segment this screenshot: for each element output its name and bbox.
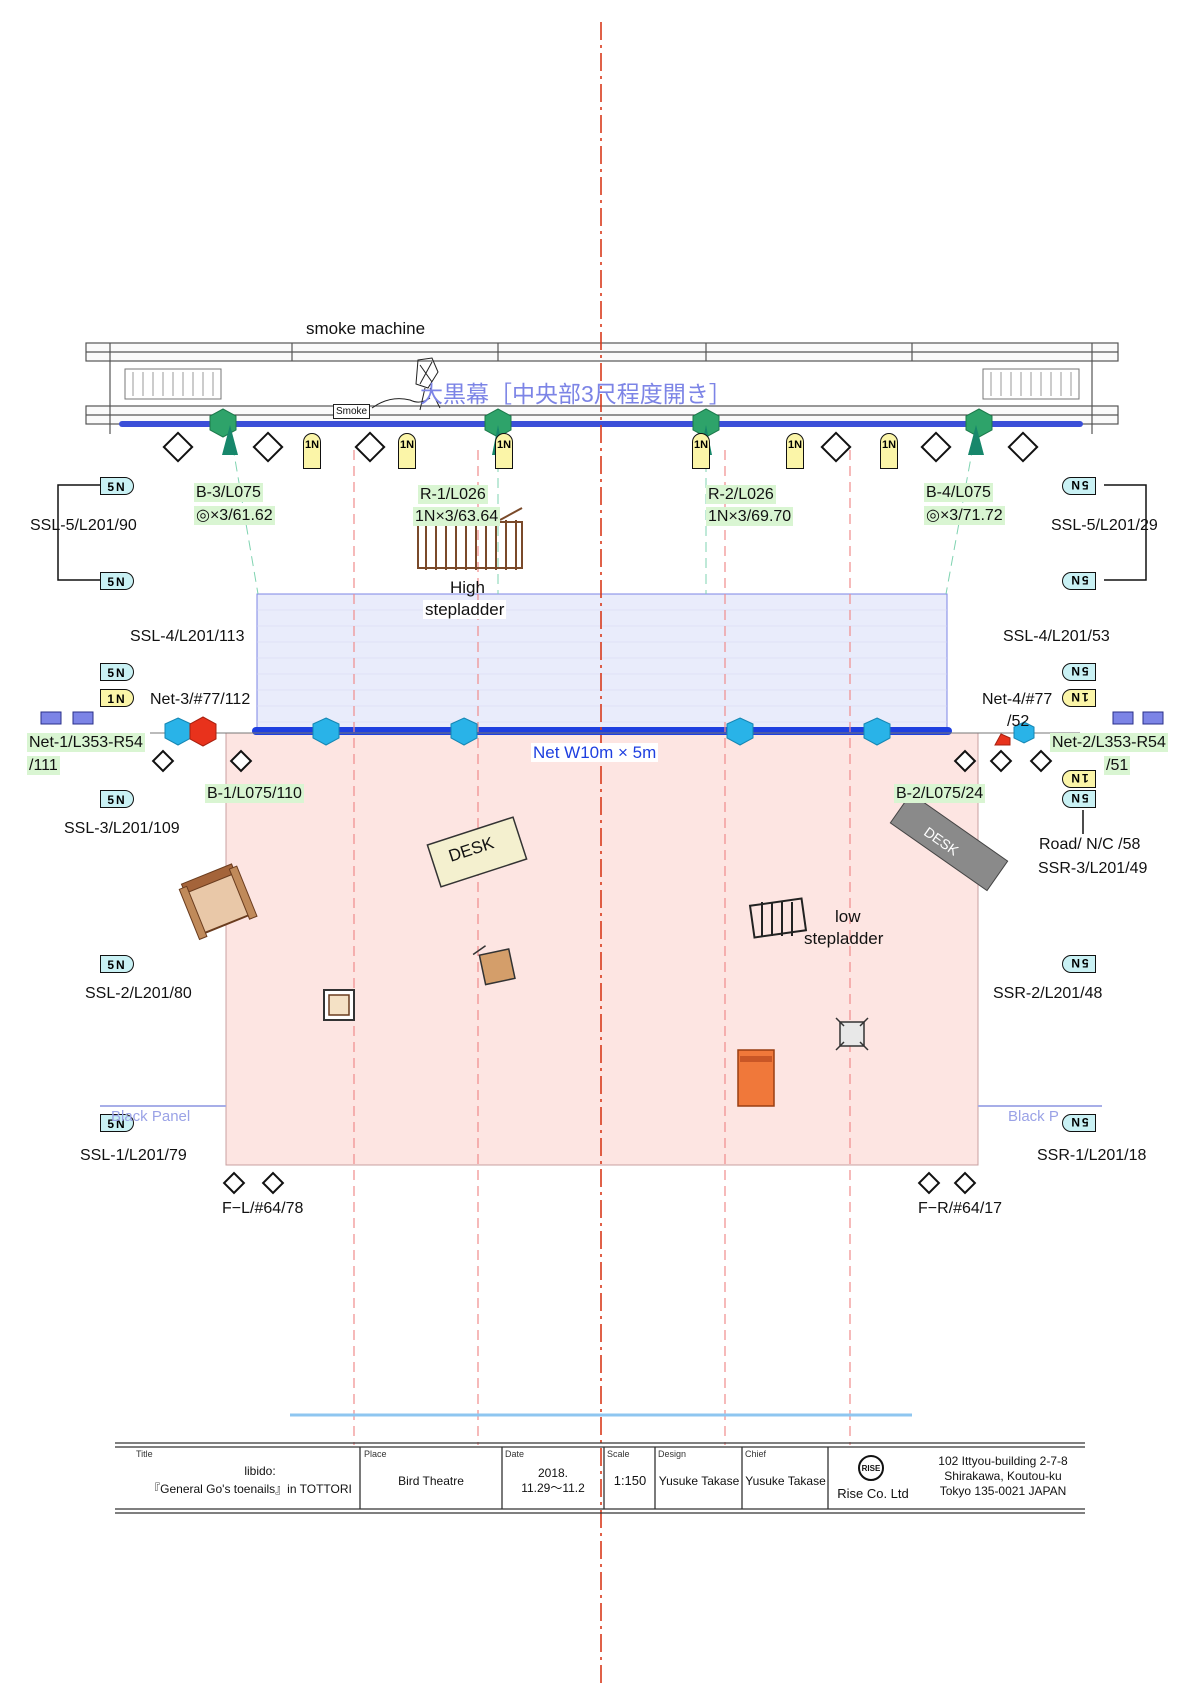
label-r2-value: 1N×3/69.70 <box>706 507 794 526</box>
instrument-tag-5n: 5N <box>1062 572 1096 590</box>
small-table <box>835 1017 869 1051</box>
label-black-panel-left: Black Panel <box>111 1108 191 1125</box>
red-fixtures <box>189 716 1011 747</box>
label-net4b: /52 <box>1007 713 1030 730</box>
desk-left <box>426 816 528 888</box>
label-ssl5: SSL-5/L201/90 <box>30 517 137 534</box>
tb-chief: Yusuke Takase <box>745 1474 826 1488</box>
label-net1a: Net-1/L353-R54 <box>27 733 145 752</box>
instrument-tag-5n: 5N <box>100 955 134 973</box>
smoke-machine-icon <box>371 357 441 411</box>
label-road: Road/ N/C /58 <box>1039 836 1141 853</box>
label-fr: F−R/#64/17 <box>918 1200 1003 1217</box>
tb-date-label: Date <box>505 1449 525 1459</box>
tb-address-2: Shirakawa, Koutou-ku <box>944 1469 1062 1483</box>
instrument-tag-5n: 5N <box>1062 955 1096 973</box>
armchair <box>178 863 258 941</box>
curtain-label: 大黒幕［中央部3尺程度開き］ <box>420 381 732 407</box>
high-stepladder-icon <box>417 507 523 570</box>
instrument-tag-5n: 5N <box>1062 790 1096 808</box>
label-net2b: /51 <box>1104 756 1131 775</box>
chair-brown <box>472 945 516 986</box>
label-b4-value: ◎×3/71.72 <box>924 506 1005 525</box>
label-ssr2: SSR-2/L201/48 <box>993 985 1103 1002</box>
label-b1: B-1/L075/110 <box>205 784 304 803</box>
label-low-stepladder-2: stepladder <box>804 929 884 948</box>
tb-logo-text: RISE <box>861 1464 881 1473</box>
label-ssr3: SSR-3/L201/49 <box>1038 860 1148 877</box>
label-b4: B-4/L075 <box>924 483 993 502</box>
tb-company: Rise Co. Ltd <box>837 1486 909 1501</box>
instrument-tag-1n-vertical: 1N <box>398 433 416 469</box>
tb-title-line1: libido: <box>244 1464 276 1478</box>
diamond-fixtures <box>151 431 1053 1195</box>
instrument-tag-5n: 5N <box>100 663 134 681</box>
instrument-tag-5n: 5N <box>100 572 134 590</box>
smoke-box: Smoke <box>333 404 371 419</box>
label-b2: B-2/L075/24 <box>894 784 986 803</box>
tb-scale-label: Scale <box>607 1449 630 1459</box>
tb-chief-label: Chief <box>745 1449 767 1459</box>
smoke-machine-label: smoke machine <box>306 319 426 338</box>
instrument-tag-5n: 5N <box>1062 477 1096 495</box>
label-b3: B-3/L075 <box>194 483 263 502</box>
tb-date-line1: 2018. <box>537 1466 569 1480</box>
label-ssl3: SSL-3/L201/109 <box>64 820 180 837</box>
tb-date-line2: 11.29〜11.2 <box>521 1481 585 1495</box>
stage-floor <box>225 732 979 1166</box>
instrument-tag-1n-vertical: 1N <box>303 433 321 469</box>
label-ssl1: SSL-1/L201/79 <box>80 1147 187 1164</box>
instrument-tag-1n-vertical: 1N <box>692 433 710 469</box>
label-r1-value: 1N×3/63.64 <box>413 507 501 526</box>
label-fl: F−L/#64/78 <box>222 1200 304 1217</box>
desk-right <box>889 792 1009 892</box>
orange-box <box>737 1049 775 1107</box>
instrument-tag-5n: 5N <box>1062 1114 1096 1132</box>
label-ssr1: SSR-1/L201/18 <box>1037 1147 1147 1164</box>
net-area <box>256 593 948 731</box>
tb-scale: 1:150 <box>613 1473 647 1488</box>
instrument-tag-1n: 1N <box>1062 689 1096 707</box>
tb-design-label: Design <box>658 1449 687 1459</box>
label-b3-value: ◎×3/61.62 <box>194 506 275 525</box>
tb-design: Yusuke Takase <box>658 1474 740 1488</box>
instrument-tag-5n: 5N <box>100 477 134 495</box>
label-ssr4: SSL-4/L201/53 <box>1003 628 1110 645</box>
label-net4a: Net-4/#77 <box>982 691 1053 708</box>
tb-place-label: Place <box>364 1449 387 1459</box>
title-block-frame <box>115 1442 1085 1514</box>
instrument-tag-1n: 1N <box>1062 770 1096 788</box>
rise-logo <box>858 1455 884 1481</box>
label-net1b: /111 <box>27 756 60 775</box>
label-ssr5: SSL-5/L201/29 <box>1051 517 1158 534</box>
instrument-tag-1n-vertical: 1N <box>495 433 513 469</box>
label-net2a: Net-2/L353-R54 <box>1050 733 1168 752</box>
low-stepladder-icon <box>748 897 808 939</box>
tb-address-1: 102 Ittyou-building 2-7-8 <box>938 1454 1068 1468</box>
label-r2: R-2/L026 <box>706 485 776 504</box>
instrument-tag-1n: 1N <box>100 689 134 707</box>
instrument-tag-5n: 5N <box>100 1114 134 1132</box>
tb-place: Bird Theatre <box>398 1474 464 1488</box>
tb-title-label: Title <box>136 1449 153 1459</box>
label-black-panel-right: Black P <box>1008 1108 1059 1125</box>
tb-address-3: Tokyo 135-0021 JAPAN <box>939 1484 1067 1498</box>
label-high-stepladder-1: High <box>450 578 485 597</box>
stool <box>323 989 355 1021</box>
instrument-tag-5n: 5N <box>100 790 134 808</box>
tb-title-line2: 『General Go's toenails』in TOTTORI <box>148 1482 352 1496</box>
cyan-fixtures <box>164 717 1035 746</box>
label-low-stepladder-1: low <box>835 907 861 926</box>
label-ssl4: SSL-4/L201/113 <box>130 628 245 645</box>
instrument-tag-5n: 5N <box>1062 663 1096 681</box>
label-ssl2: SSL-2/L201/80 <box>85 985 192 1002</box>
instrument-tag-1n-vertical: 1N <box>880 433 898 469</box>
instrument-tag-1n-vertical: 1N <box>786 433 804 469</box>
label-net-size: Net W10m × 5m <box>531 743 659 762</box>
net-side-fixtures <box>40 711 1164 725</box>
label-high-stepladder-2: stepladder <box>423 600 507 619</box>
label-r1: R-1/L026 <box>418 485 488 504</box>
label-net3: Net-3/#77/112 <box>150 691 251 708</box>
